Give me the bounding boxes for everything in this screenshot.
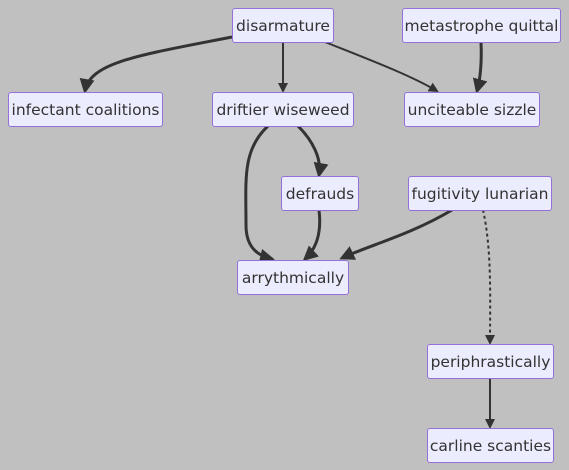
node-metastrophe-quittal[interactable]: metastrophe quittal: [402, 8, 561, 43]
node-arrythmically[interactable]: arrythmically: [237, 260, 349, 295]
edge-disarmature-unciteable-sizzle: [324, 41, 439, 93]
edge-metastrophe-quittal-unciteable-sizzle: [472, 41, 488, 94]
node-periphrastically[interactable]: periphrastically: [427, 344, 554, 379]
edge-fugitivity-lunarian-periphrastically: [482, 209, 496, 345]
node-disarmature[interactable]: disarmature: [232, 8, 334, 43]
edge-defrauds-arrythmically: [302, 209, 322, 262]
edge-disarmature-infectant-coalitions: [79, 35, 233, 94]
edge-driftier-wiseweed-defrauds: [296, 124, 329, 178]
node-carline-scanties[interactable]: carline scanties: [427, 428, 554, 463]
node-unciteable-sizzle[interactable]: unciteable sizzle: [404, 92, 540, 127]
node-fugitivity-lunarian[interactable]: fugitivity lunarian: [408, 176, 552, 211]
node-infectant-coalitions[interactable]: infectant coalitions: [8, 92, 163, 127]
edge-driftier-wiseweed-arrythmically: [244, 124, 275, 264]
node-defrauds[interactable]: defrauds: [281, 176, 359, 211]
node-driftier-wiseweed[interactable]: driftier wiseweed: [212, 92, 354, 127]
edge-fugitivity-lunarian-arrythmically: [339, 208, 453, 260]
